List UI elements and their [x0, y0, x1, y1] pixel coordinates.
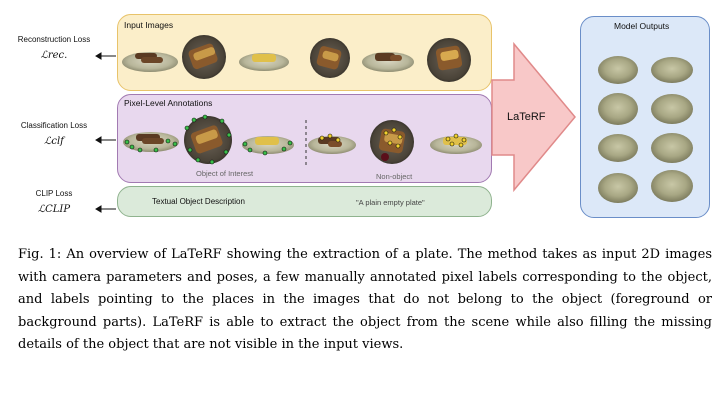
diagram-graphics: [95, 35, 693, 213]
object-of-interest-label: Object of Interest: [196, 169, 254, 178]
clip-loss-symbol: ℒCLIP: [37, 204, 71, 215]
clip-loss-label: CLIP Loss: [35, 189, 73, 198]
reconstruction-loss-symbol: ℒrec.: [40, 50, 68, 61]
textual-description-title: Textual Object Description: [152, 197, 245, 206]
non-object-label: Non-object: [376, 172, 413, 181]
figure-caption: Fig. 1: An overview of LaTeRF showing th…: [18, 247, 712, 353]
object-annotation-dots: [124, 114, 293, 165]
input-plates: [122, 35, 471, 82]
loss-arrows: [95, 52, 116, 213]
textual-description-panel: [117, 186, 492, 217]
model-outputs-title: Model Outputs: [614, 21, 670, 31]
overview-figure: Reconstruction Loss ℒrec. Classification…: [17, 14, 710, 218]
classification-loss-symbol: ℒclf: [44, 136, 64, 147]
classification-loss-label: Classification Loss: [20, 121, 88, 130]
laterf-label: LaTeRF: [507, 111, 546, 123]
pixel-annotations-panel: [117, 94, 492, 183]
pixel-annotations-title: Pixel-Level Annotations: [124, 98, 213, 108]
input-images-title: Input Images: [124, 20, 174, 30]
nonobject-annotation-dots: [319, 127, 467, 149]
textual-description-quote: "A plain empty plate": [356, 198, 425, 207]
reconstruction-loss-label: Reconstruction Loss: [17, 35, 91, 44]
laterf-arrow: [491, 41, 576, 193]
output-plates: [598, 56, 693, 203]
annotation-plates: [123, 116, 482, 165]
